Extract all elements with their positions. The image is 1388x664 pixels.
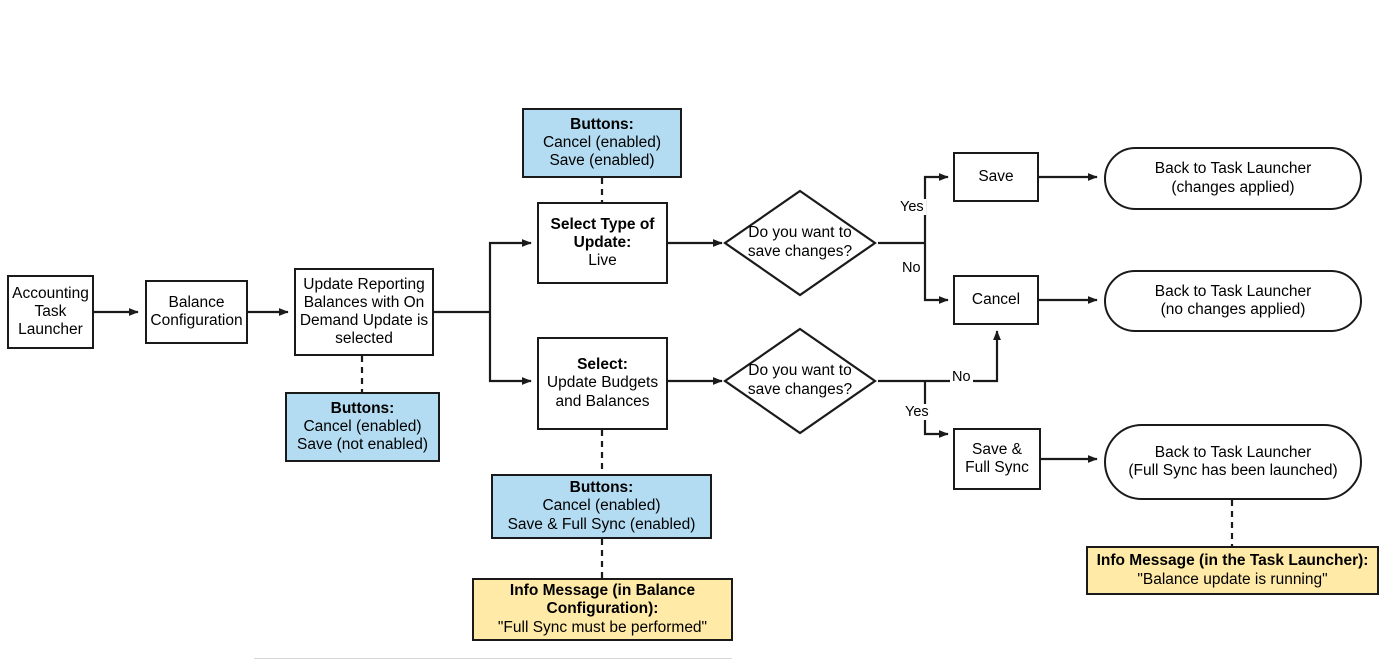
terminal-back-to-task-launcher-changes-applied[interactable]: Back to Task Launcher (changes applied) xyxy=(1104,147,1362,210)
node-cancel[interactable]: Cancel xyxy=(953,275,1039,325)
note-buttons-full-sync-title: Buttons: xyxy=(569,479,634,497)
decision-save-changes-live[interactable]: Do you want to save changes? xyxy=(722,188,878,298)
node-save-label: Save xyxy=(978,167,1014,185)
note-buttons-full-sync: Buttons: Cancel (enabled) Save & Full Sy… xyxy=(491,474,712,539)
node-update-reporting-balances-label: Update Reporting Balances with On Demand… xyxy=(299,275,429,348)
node-save-full-sync-label: Save & Full Sync xyxy=(965,440,1029,476)
edge-label-top-yes: Yes xyxy=(898,199,926,215)
note-info-balance-configuration-title: Info Message (in Balance Configuration): xyxy=(509,582,696,618)
terminal-no-changes-label: Back to Task Launcher (no changes applie… xyxy=(1154,282,1312,318)
node-select-type-of-update-title: Select Type of Update: xyxy=(550,215,655,251)
note-info-balance-configuration-body: "Full Sync must be performed" xyxy=(497,618,708,636)
note-buttons-initial-line1: Cancel (enabled) xyxy=(303,417,422,435)
node-accounting-task-launcher[interactable]: Accounting Task Launcher xyxy=(7,275,94,349)
decision-diamond-shape-2 xyxy=(723,327,877,435)
terminal-changes-applied-label: Back to Task Launcher (changes applied) xyxy=(1154,160,1312,196)
note-buttons-initial-line2: Save (not enabled) xyxy=(297,436,428,454)
note-buttons-initial: Buttons: Cancel (enabled) Save (not enab… xyxy=(285,392,440,462)
node-accounting-task-launcher-label: Accounting Task Launcher xyxy=(12,284,89,339)
note-buttons-live: Buttons: Cancel (enabled) Save (enabled) xyxy=(522,108,682,178)
node-select-update-budgets[interactable]: Select: Update Budgets and Balances xyxy=(537,337,668,430)
note-buttons-live-line2: Save (enabled) xyxy=(549,152,655,170)
node-balance-configuration[interactable]: Balance Configuration xyxy=(145,280,248,344)
note-buttons-live-line1: Cancel (enabled) xyxy=(542,133,662,151)
edge-label-bottom-no: No xyxy=(950,369,973,385)
note-info-task-launcher-body: "Balance update is running" xyxy=(1137,570,1328,588)
node-select-update-budgets-title: Select: xyxy=(577,356,628,374)
page-bottom-divider xyxy=(254,658,732,659)
note-info-balance-configuration: Info Message (in Balance Configuration):… xyxy=(472,578,733,641)
decision-diamond-shape xyxy=(723,189,877,297)
node-save[interactable]: Save xyxy=(953,152,1039,202)
note-buttons-full-sync-line2: Save & Full Sync (enabled) xyxy=(507,515,696,533)
note-buttons-live-title: Buttons: xyxy=(570,115,634,133)
node-balance-configuration-label: Balance Configuration xyxy=(150,293,243,329)
edge-label-bottom-yes: Yes xyxy=(903,404,931,420)
decision-save-changes-live-label: Do you want to save changes? xyxy=(747,224,853,260)
note-buttons-full-sync-line1: Cancel (enabled) xyxy=(542,497,661,515)
node-select-update-budgets-value: Update Budgets and Balances xyxy=(546,374,659,410)
terminal-back-to-task-launcher-no-changes[interactable]: Back to Task Launcher (no changes applie… xyxy=(1104,270,1362,332)
note-info-task-launcher: Info Message (in the Task Launcher): "Ba… xyxy=(1086,546,1379,595)
node-save-full-sync[interactable]: Save & Full Sync xyxy=(953,428,1041,490)
node-update-reporting-balances[interactable]: Update Reporting Balances with On Demand… xyxy=(294,268,434,356)
note-buttons-initial-title: Buttons: xyxy=(330,399,395,417)
note-info-task-launcher-title: Info Message (in the Task Launcher): xyxy=(1096,552,1369,570)
node-select-type-of-update[interactable]: Select Type of Update: Live xyxy=(537,202,668,284)
decision-save-changes-budgets-label: Do you want to save changes? xyxy=(747,362,853,398)
node-select-type-of-update-value: Live xyxy=(588,252,617,270)
terminal-back-to-task-launcher-full-sync[interactable]: Back to Task Launcher (Full Sync has bee… xyxy=(1104,424,1362,500)
node-cancel-label: Cancel xyxy=(971,290,1021,308)
edge-label-top-no: No xyxy=(900,260,923,276)
terminal-full-sync-label: Back to Task Launcher (Full Sync has bee… xyxy=(1128,443,1338,479)
decision-save-changes-budgets[interactable]: Do you want to save changes? xyxy=(722,326,878,436)
